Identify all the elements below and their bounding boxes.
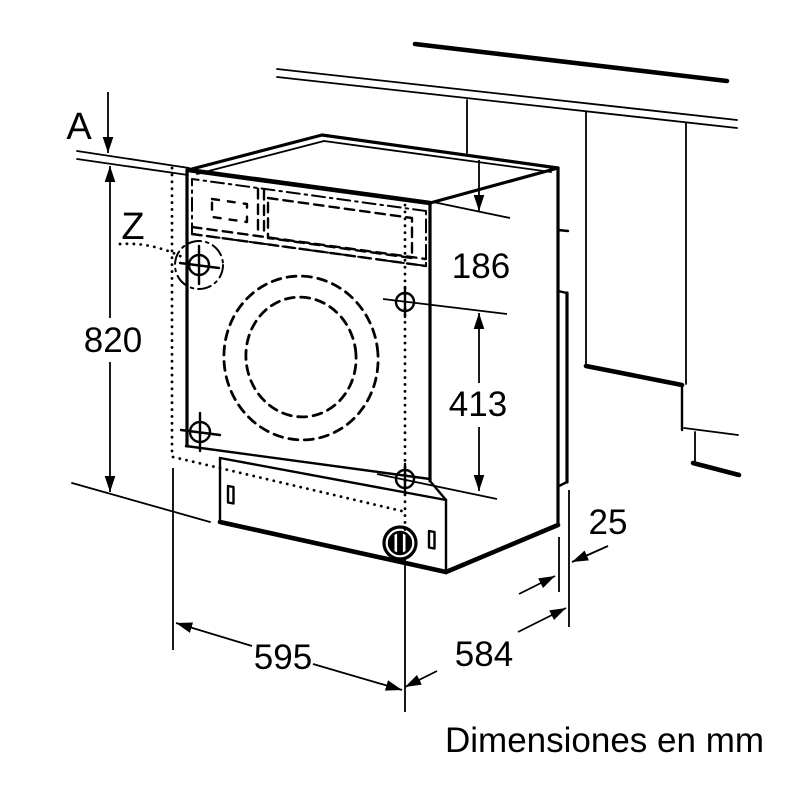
dim-label-584: 584 xyxy=(455,635,513,674)
service-knob xyxy=(382,525,418,561)
dim-label-a: A xyxy=(66,106,92,148)
dimension-depth: 584 xyxy=(404,607,567,688)
worktop-and-cabinet-lines xyxy=(71,41,742,523)
plinth-slot-right xyxy=(427,529,436,550)
door-porthole xyxy=(222,274,380,442)
dim-label-820: 820 xyxy=(84,321,142,360)
plinth-slot-left xyxy=(226,484,235,505)
dimension-width: 595 xyxy=(172,468,406,712)
dim-label-25: 25 xyxy=(589,503,628,542)
appliance-body-outline xyxy=(184,133,570,575)
control-panel xyxy=(190,178,428,268)
dim-label-595: 595 xyxy=(254,638,312,677)
dimension-niche-height: 820 xyxy=(84,166,142,492)
dim-label-186: 186 xyxy=(452,247,510,286)
dim-label-413: 413 xyxy=(449,385,507,424)
dimension-gap-a: A xyxy=(66,92,114,153)
dim-label-z: Z xyxy=(121,206,144,248)
base-details xyxy=(226,484,436,561)
dimension-top-offset: 186 xyxy=(382,160,510,315)
dimension-hinge-spacing: 413 xyxy=(376,313,507,500)
detail-callout-z: Z xyxy=(121,206,144,248)
dimension-panel-thickness: 25 xyxy=(518,490,628,627)
diagram-caption: Dimensiones en mm xyxy=(445,721,764,760)
z-leader-dotted xyxy=(118,242,184,259)
